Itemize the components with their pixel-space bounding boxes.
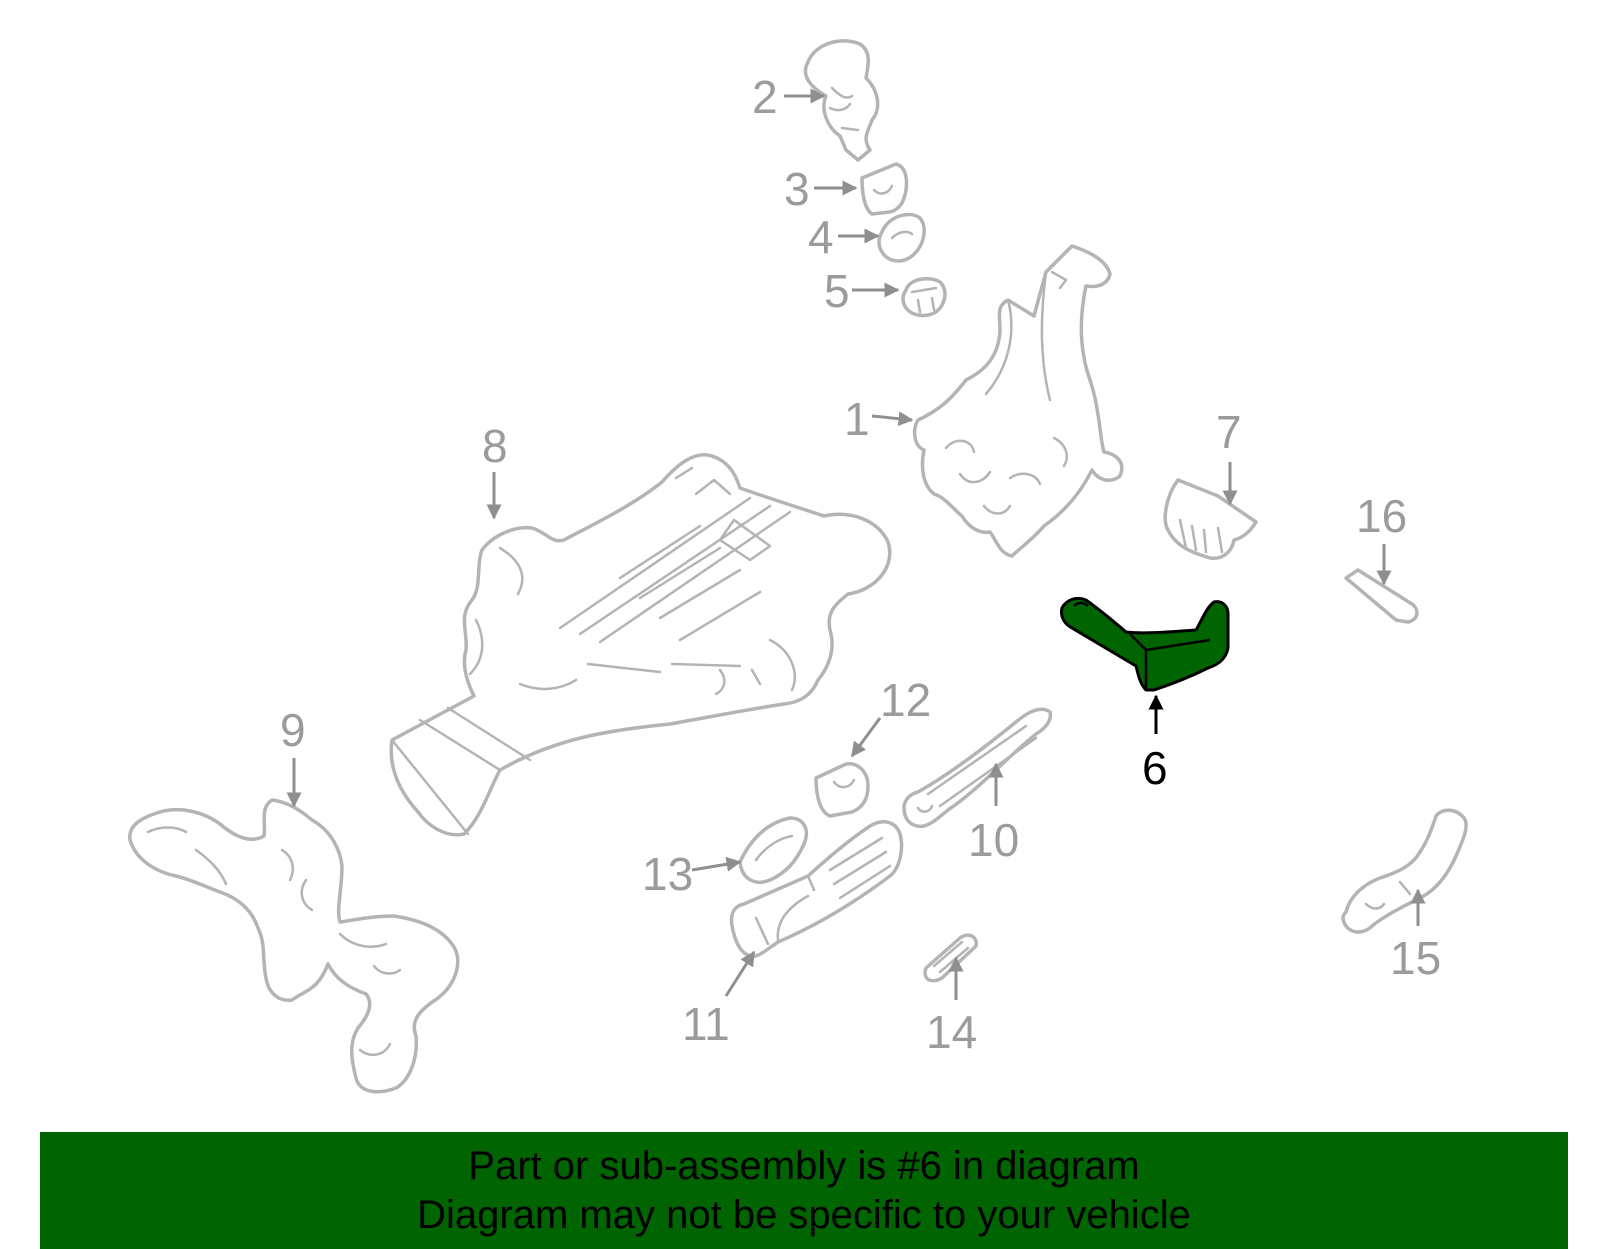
banner-line-1: Part or sub-assembly is #6 in diagram xyxy=(468,1143,1140,1188)
part-1[interactable] xyxy=(912,244,1124,558)
part-10[interactable] xyxy=(902,707,1053,829)
callout-13: 13 xyxy=(642,848,693,900)
callout-10: 10 xyxy=(968,814,1019,866)
part-5[interactable] xyxy=(901,276,947,318)
part-12[interactable] xyxy=(814,762,870,818)
part-9[interactable] xyxy=(128,798,460,1094)
part-14[interactable] xyxy=(923,933,978,983)
callout-numbers: 2 3 4 5 1 7 16 8 9 12 10 13 11 14 15 6 xyxy=(280,71,1441,1058)
callout-15: 15 xyxy=(1390,932,1441,984)
callout-14: 14 xyxy=(926,1006,977,1058)
part-4[interactable] xyxy=(877,212,926,263)
info-banner: Part or sub-assembly is #6 in diagram Di… xyxy=(40,1132,1568,1249)
callout-4: 4 xyxy=(808,211,834,263)
banner-line-2: Diagram may not be specific to your vehi… xyxy=(417,1192,1191,1237)
callout-3: 3 xyxy=(784,163,810,215)
part-8[interactable] xyxy=(389,453,892,837)
callout-2: 2 xyxy=(752,71,778,123)
part-3[interactable] xyxy=(860,162,909,216)
part-6[interactable] xyxy=(1060,596,1230,692)
callout-11: 11 xyxy=(682,998,730,1050)
part-7[interactable] xyxy=(1163,478,1258,561)
callout-7: 7 xyxy=(1216,406,1242,458)
callout-16: 16 xyxy=(1356,490,1407,542)
part-11[interactable] xyxy=(729,820,904,959)
callout-1: 1 xyxy=(844,393,870,445)
callout-9: 9 xyxy=(280,704,306,756)
callout-6: 6 xyxy=(1142,742,1168,794)
callout-8: 8 xyxy=(482,420,508,472)
part-2[interactable] xyxy=(803,39,880,162)
part-16[interactable] xyxy=(1344,568,1419,624)
callout-5: 5 xyxy=(824,265,850,317)
part-13[interactable] xyxy=(738,816,809,884)
leader-lines xyxy=(286,88,1426,1000)
part-15[interactable] xyxy=(1341,808,1468,934)
callout-12: 12 xyxy=(880,674,931,726)
